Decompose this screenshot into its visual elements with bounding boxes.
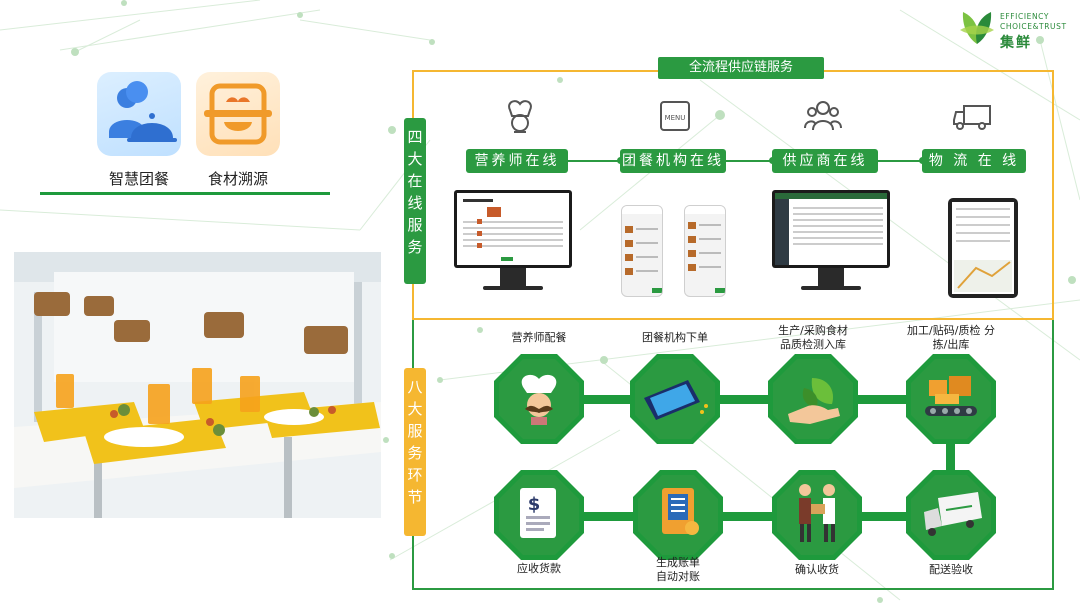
step-label-processing: 加工/贴码/质检 分 拣/出库: [907, 324, 995, 351]
process-connector-top: [540, 395, 960, 404]
delivery-truck-icon: [924, 492, 982, 536]
online-section-label: 四大在线服务: [404, 118, 426, 284]
brand-name-en-line1: EFFICIENCY: [1000, 12, 1050, 21]
step-procurement: [768, 354, 858, 444]
canteen-photo: [14, 252, 381, 518]
service-nutritionist-online: 营养师在线: [466, 149, 568, 173]
chef-icon: [521, 374, 557, 425]
step-catering-order: [630, 354, 720, 444]
step-label-delivery: 配送验收: [929, 563, 973, 576]
brand-name-en-line2: CHOICE&TRUST: [1000, 22, 1067, 31]
svg-text:MENU: MENU: [665, 114, 686, 122]
brand-leaf-icon: [960, 12, 994, 44]
chef-icon: [508, 100, 532, 133]
handshake-icon: [799, 484, 835, 542]
step-nutritionist: [494, 354, 584, 444]
leaf-hand-icon: [788, 378, 840, 424]
connector: [876, 157, 926, 164]
service-supplier-online: 供应商在线: [772, 149, 878, 173]
step-label-receivable: 应收货款: [517, 562, 561, 575]
process-section-label-text: 八大服务环节: [407, 378, 423, 506]
step-processing: [906, 354, 996, 444]
brand-logo: EFFICIENCY CHOICE&TRUST 集鲜: [958, 8, 1073, 51]
trace-scan-icon: [196, 72, 280, 156]
step-delivery: [906, 470, 996, 560]
people-cloche-icon: [97, 72, 181, 156]
svg-text:$: $: [528, 494, 541, 515]
step-label-billing: 生成账单 自动对账: [656, 556, 700, 583]
step-label-nutritionist: 营养师配餐: [511, 331, 567, 344]
process-section-label: 八大服务环节: [404, 368, 426, 536]
service-catering-online: 团餐机构在线: [620, 149, 726, 173]
conveyor-icon: [925, 376, 977, 416]
step-billing: [633, 470, 723, 560]
step-label-catering-order: 团餐机构下单: [642, 331, 708, 344]
phone-catering-2: [684, 205, 726, 297]
online-section-label-text: 四大在线服务: [407, 128, 423, 256]
group-icon: [804, 101, 842, 131]
app-label: 食材溯源: [207, 170, 268, 188]
connector: [724, 157, 776, 164]
monitor-supplier: [772, 190, 890, 290]
truck-icon: [953, 105, 991, 130]
step-label-procurement: 生产/采购食材 品质检测入库: [778, 324, 848, 351]
app-label: 智慧团餐: [108, 170, 169, 188]
app-food-traceability[interactable]: 食材溯源: [196, 72, 280, 188]
step-confirm-receipt: [772, 470, 862, 560]
connector: [566, 157, 624, 164]
bill-icon: [662, 488, 699, 535]
step-receivable: $: [494, 470, 584, 560]
diagram-title: 全流程供应链服务: [658, 57, 824, 79]
divider: [40, 192, 330, 195]
invoice-icon: $: [520, 488, 556, 538]
brand-name-cn: 集鲜: [1000, 35, 1032, 51]
process-connector-bottom: [540, 512, 960, 521]
process-connector-right: [946, 400, 955, 518]
app-smart-catering[interactable]: 智慧团餐: [97, 72, 181, 188]
service-logistics-online: 物 流 在 线: [922, 149, 1026, 173]
monitor-nutritionist: [454, 190, 572, 290]
tablet-logistics: [948, 198, 1018, 298]
step-label-confirm-receipt: 确认收货: [795, 563, 839, 576]
phone-catering-1: [621, 205, 663, 297]
brand-name-en: EFFICIENCY CHOICE&TRUST: [1000, 12, 1067, 32]
menu-icon: MENU: [660, 101, 690, 131]
phone-order-icon: [644, 380, 708, 420]
